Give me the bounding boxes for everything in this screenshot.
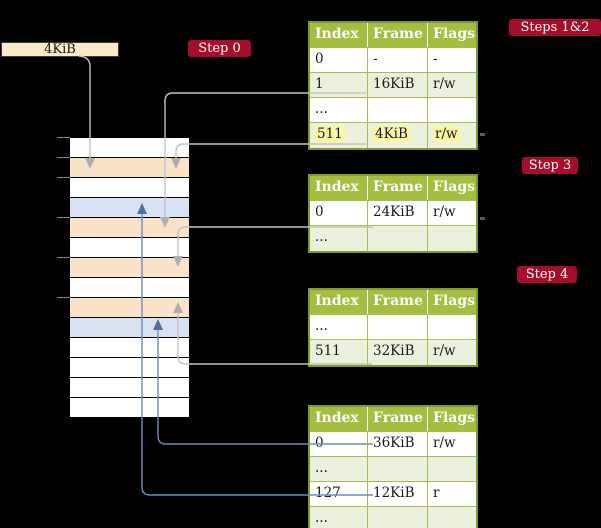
column-header-flags: Flags	[427, 407, 476, 431]
memory-frame-row	[70, 198, 189, 218]
table-row: ...	[310, 226, 476, 251]
cell-flags: -	[427, 48, 476, 72]
memory-tick	[57, 217, 70, 218]
memory-tick	[57, 177, 70, 178]
cr3-register-box: 4KiB	[1, 42, 119, 57]
cell-index: 127	[315, 485, 341, 501]
memory-tick	[57, 297, 70, 298]
step-3-badge: Step 3	[522, 157, 578, 174]
cell-index: 0	[315, 204, 324, 220]
cell-frame	[367, 315, 427, 339]
table-row: 0 36KiB r/w	[310, 432, 476, 457]
cell-index: ...	[315, 229, 328, 245]
table-row: ...	[310, 315, 476, 340]
cell-frame: -	[367, 48, 427, 72]
table-row: 1 16KiB r/w	[310, 73, 476, 98]
cell-index: 0	[315, 435, 324, 451]
highlighted-value: 4KiB	[373, 126, 410, 142]
table-header-row: Index Frame Flags	[310, 407, 476, 432]
column-header-index: Index	[315, 26, 359, 42]
table-header-row: Index Frame Flags	[310, 290, 476, 315]
table-row: 511 32KiB r/w	[310, 340, 476, 365]
memory-frame-row	[70, 378, 189, 398]
column-header-frame: Frame	[367, 23, 427, 47]
memory-tick	[57, 137, 70, 138]
cell-frame	[367, 226, 427, 251]
page-table-1: Index Frame Flags 0 - - 1 16KiB r/w ... …	[308, 21, 478, 150]
page-table-3: Index Frame Flags ... 511 32KiB r/w	[308, 288, 478, 367]
column-header-flags: Flags	[427, 23, 476, 47]
cell-flags: r	[427, 482, 476, 506]
memory-frame-row	[70, 318, 189, 338]
cell-frame: 12KiB	[367, 482, 427, 506]
cell-frame: 24KiB	[367, 201, 427, 225]
table-header-row: Index Frame Flags	[310, 23, 476, 48]
memory-frame-row	[70, 358, 189, 378]
table-row: 0 - -	[310, 48, 476, 73]
step-0-badge: Step 0	[188, 40, 251, 57]
column-header-frame: Frame	[367, 290, 427, 314]
cell-flags: r/w	[427, 123, 476, 148]
cell-index: 511	[310, 123, 367, 148]
cell-index: ...	[315, 510, 328, 526]
cell-index: ...	[315, 460, 328, 476]
memory-frame-row	[70, 238, 189, 258]
cell-flags	[427, 315, 476, 339]
cell-frame	[367, 98, 427, 122]
cell-flags	[427, 226, 476, 251]
cell-frame	[367, 507, 427, 528]
cell-flags: r/w	[427, 432, 476, 456]
cell-index: 0	[315, 51, 324, 67]
highlighted-value: r/w	[433, 126, 460, 142]
column-header-flags: Flags	[427, 290, 476, 314]
cell-frame	[367, 457, 427, 481]
cell-index: ...	[315, 101, 328, 117]
column-header-index: Index	[315, 410, 359, 426]
memory-frame-row	[70, 278, 189, 298]
memory-frame-row	[70, 158, 189, 178]
memory-tick	[57, 157, 70, 158]
table-row: 0 24KiB r/w	[310, 201, 476, 226]
table-row: ...	[310, 98, 476, 123]
cell-flags: r/w	[427, 201, 476, 225]
steps-1-2-badge: Steps 1&2	[509, 19, 601, 36]
memory-tick	[57, 257, 70, 258]
highlighted-value: 511	[315, 126, 345, 142]
step-4-badge: Step 4	[517, 266, 577, 283]
table-row-recursive-entry: 511 4KiB r/w	[310, 123, 476, 148]
page-table-4: Index Frame Flags 0 36KiB r/w ... 127 12…	[308, 405, 478, 528]
cell-flags: r/w	[427, 340, 476, 365]
cell-frame: 16KiB	[367, 73, 427, 97]
cell-frame: 4KiB	[367, 123, 427, 148]
table-row: ...	[310, 457, 476, 482]
physical-memory-stack	[70, 137, 189, 418]
cell-flags	[427, 457, 476, 481]
memory-frame-row	[70, 258, 189, 278]
memory-frame-row	[70, 298, 189, 318]
memory-frame-row	[70, 178, 189, 198]
memory-frame-row	[70, 338, 189, 358]
table-header-row: Index Frame Flags	[310, 176, 476, 201]
column-header-index: Index	[315, 293, 359, 309]
cell-index: 511	[315, 343, 341, 359]
cell-flags	[427, 98, 476, 122]
column-header-frame: Frame	[367, 407, 427, 431]
cell-flags: r/w	[427, 73, 476, 97]
cell-index: ...	[315, 318, 328, 334]
column-header-flags: Flags	[427, 176, 476, 200]
table-row: ...	[310, 507, 476, 528]
memory-frame-row	[70, 398, 189, 418]
row-stub-mark	[480, 133, 485, 136]
table-row: 127 12KiB r	[310, 482, 476, 507]
cell-frame: 36KiB	[367, 432, 427, 456]
column-header-index: Index	[315, 179, 359, 195]
memory-frame-row	[70, 218, 189, 238]
cell-index: 1	[315, 76, 324, 92]
memory-frame-row	[70, 138, 189, 158]
column-header-frame: Frame	[367, 176, 427, 200]
page-table-2: Index Frame Flags 0 24KiB r/w ...	[308, 174, 478, 253]
row-stub-mark	[480, 217, 485, 220]
cell-flags	[427, 507, 476, 528]
cell-frame: 32KiB	[367, 340, 427, 365]
